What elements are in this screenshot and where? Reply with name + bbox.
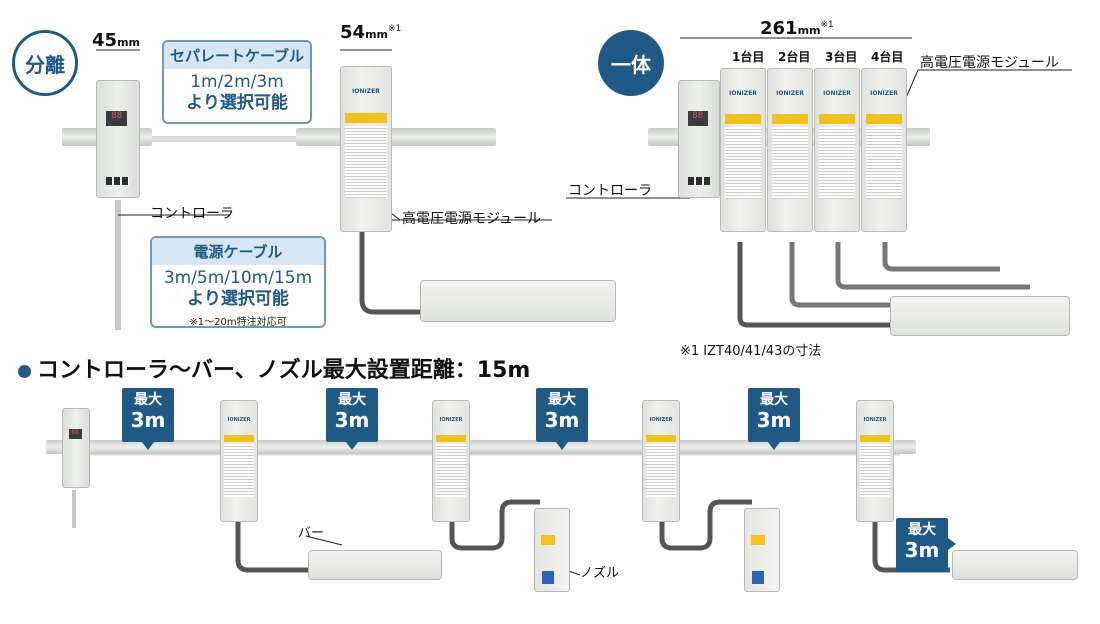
hv-module-2: IONIZER — [767, 68, 813, 232]
bullet-icon — [18, 364, 31, 378]
dim-total: 261mm※1 — [760, 18, 834, 39]
footnote: ※1 IZT40/41/43の寸法 — [680, 344, 822, 359]
warning-label — [345, 112, 387, 123]
chain-controller: 88 — [62, 408, 90, 488]
callout-power-cable: 電源ケーブル 3m/5m/10m/15m より選択可能 ※1～20m特注対応可 — [150, 236, 326, 328]
unit-label-3: 3台目 — [825, 50, 858, 64]
nozzle-1 — [534, 508, 570, 592]
controller-keys — [106, 177, 130, 186]
label-bar: バー — [298, 526, 325, 541]
dim-controller: 45mm — [92, 30, 140, 51]
callout-body: 3m/5m/10m/15m より選択可能 — [163, 268, 313, 309]
cable-4 — [882, 242, 1000, 272]
badge-separate: 分離 — [12, 30, 78, 96]
label-nozzle: ノズル — [580, 566, 620, 581]
controller-keys — [687, 177, 710, 186]
chain-nozzle-cable-1 — [449, 499, 540, 551]
label-controller: コントローラ — [150, 206, 234, 222]
controller-device-right: 88 — [678, 80, 720, 198]
callout-title: セパレートケーブル — [164, 42, 310, 69]
cable-1 — [737, 242, 890, 328]
module-text-panel — [345, 126, 387, 199]
nozzle-2 — [744, 508, 780, 592]
ionizer-bar-right — [890, 296, 1070, 336]
hv-module: IONIZER — [340, 66, 392, 232]
chain-module-1: IONIZER — [220, 400, 258, 522]
label-controller-right: コントローラ — [568, 183, 652, 199]
hv-module-3: IONIZER — [814, 68, 860, 232]
cable-3 — [835, 242, 1030, 290]
unit-label-1: 1台目 — [732, 50, 765, 64]
hv-module-1: IONIZER — [720, 68, 766, 232]
unit-label-4: 4台目 — [871, 50, 904, 64]
chain-bar-2 — [952, 550, 1078, 580]
chain-module-4: IONIZER — [856, 400, 894, 522]
module-title: IONIZER — [352, 88, 380, 96]
cable-2 — [789, 242, 1030, 308]
dim-module: 54mm※1 — [340, 22, 402, 43]
din-rail-bottom — [46, 440, 916, 454]
hv-module-4: IONIZER — [861, 68, 907, 232]
chain-module-3: IONIZER — [642, 400, 680, 522]
chain-bar-1 — [308, 550, 442, 580]
bar-cable — [359, 232, 420, 315]
leader-module-right — [904, 69, 919, 101]
leader-bar — [305, 535, 343, 546]
controller-display: 88 — [106, 111, 128, 127]
chain-nozzle-cable-2 — [659, 499, 752, 551]
unit-label-2: 2台目 — [778, 50, 811, 64]
label-module-right: 高電圧電源モジュール — [920, 55, 1060, 71]
label-module: 高電圧電源モジュール — [402, 211, 542, 227]
badge-integrated: 一体 — [598, 30, 664, 96]
din-rail-mid — [296, 128, 496, 146]
chain-module-2: IONIZER — [432, 400, 470, 522]
chain-bar-cable-2 — [872, 522, 950, 573]
controller-display: 88 — [687, 111, 708, 127]
callout-separate-cable: セパレートケーブル 1m/2m/3m より選択可能 — [162, 40, 312, 124]
controller-device: 88 — [96, 80, 140, 198]
callout-title: 電源ケーブル — [152, 238, 324, 265]
section-heading: コントローラ～バー、ノズル最大設置距離：15m — [18, 352, 530, 384]
ionizer-bar — [420, 280, 616, 322]
callout-note: ※1～20m特注対応可 — [189, 317, 287, 328]
chain-bar-cable-1 — [235, 520, 310, 573]
callout-body: 1m/2m/3m より選択可能 — [186, 72, 288, 113]
